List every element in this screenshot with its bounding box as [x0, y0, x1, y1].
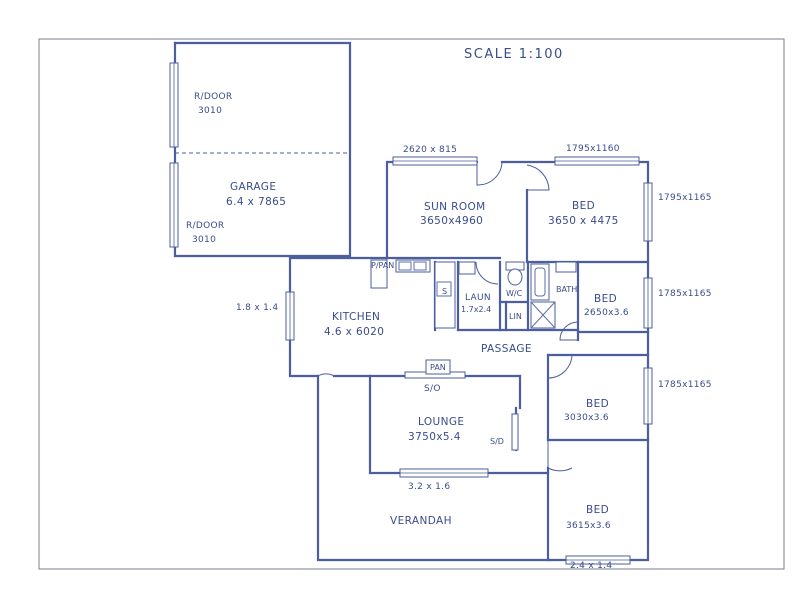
fixtures: [370, 259, 577, 375]
laundry-name: LAUN: [465, 293, 491, 303]
sunroom-window-label: 2620 x 815: [403, 145, 457, 155]
slider-top-label: S/O: [424, 384, 441, 394]
door-bed4: [547, 440, 573, 472]
lounge-window-label: 3.2 x 1.6: [408, 482, 450, 492]
laundry-sink-label: S: [442, 287, 447, 296]
kitchen-size: 4.6 x 6020: [324, 326, 384, 338]
door-sunroom-entry: [476, 161, 503, 186]
pantry-box: [425, 359, 451, 375]
slider-side-label: S/D: [490, 437, 504, 446]
laundry-size: 1.7x2.4: [461, 305, 491, 314]
door-bed1: [526, 164, 550, 191]
kitchen-bench-right: [434, 261, 456, 329]
lounge-size: 3750x5.4: [408, 431, 461, 443]
vanity: [555, 261, 577, 273]
bed2-name: BED: [594, 293, 617, 305]
sunroom-size: 3650x4960: [420, 215, 483, 227]
garage-size: 6.4 x 7865: [226, 196, 286, 208]
bed2-window-label: 1785x1165: [658, 289, 712, 299]
garage-name: GARAGE: [230, 181, 276, 193]
bed4-size: 3615x3.6: [566, 521, 611, 531]
kitchen-window-label: 1.8 x 1.4: [236, 303, 278, 313]
sliding-door-side: [511, 413, 519, 451]
wc-bowl: [507, 268, 523, 286]
door-kitchen-verandah: [317, 373, 335, 377]
bed1-window-top-label: 1795x1160: [566, 144, 620, 154]
doors: [317, 161, 579, 472]
wc-label: W/C: [506, 289, 523, 298]
kitchen-pantry-box: [370, 259, 388, 289]
bed3-size: 3030x3.6: [564, 413, 609, 423]
scale-label: SCALE 1:100: [464, 47, 564, 62]
bed1-size: 3650 x 4475: [548, 215, 619, 227]
bathtub: [530, 263, 550, 301]
laundry-tub: [458, 261, 476, 275]
windows: [285, 156, 653, 565]
pan-label: PAN: [430, 363, 446, 372]
garage-rdoor-top-size: 3010: [198, 106, 222, 116]
bed1-name: BED: [572, 200, 595, 212]
verandah-name: VERANDAH: [390, 515, 452, 527]
kitchen-sink: [395, 259, 431, 273]
bed3-window-label: 1785x1165: [658, 380, 712, 390]
bed4-name: BED: [586, 504, 609, 516]
bath-label: BATH: [556, 285, 577, 294]
drawing-border: [38, 38, 785, 570]
sunroom-name: SUN ROOM: [424, 201, 486, 213]
door-bed2: [559, 321, 579, 341]
door-laundry: [475, 261, 499, 285]
garage-rdoor-top-label: R/DOOR: [194, 92, 232, 102]
bed2-size: 2650x3.6: [584, 308, 629, 318]
bed1-window-side-label: 1795x1165: [658, 193, 712, 203]
door-bed3: [547, 354, 573, 379]
kitchen-pantry-label: P/PAN: [371, 261, 394, 270]
garage-rdoor-bottom-size: 3010: [192, 235, 216, 245]
bed4-window-label: 2.4 x 1.4: [570, 561, 612, 571]
passage-name: PASSAGE: [481, 343, 532, 355]
garage-rdoor-bottom-label: R/DOOR: [186, 221, 224, 231]
kitchen-name: KITCHEN: [332, 311, 380, 323]
lounge-name: LOUNGE: [418, 416, 464, 428]
linen-label: LIN: [509, 312, 522, 321]
bed3-name: BED: [586, 398, 609, 410]
garage: [169, 41, 352, 258]
